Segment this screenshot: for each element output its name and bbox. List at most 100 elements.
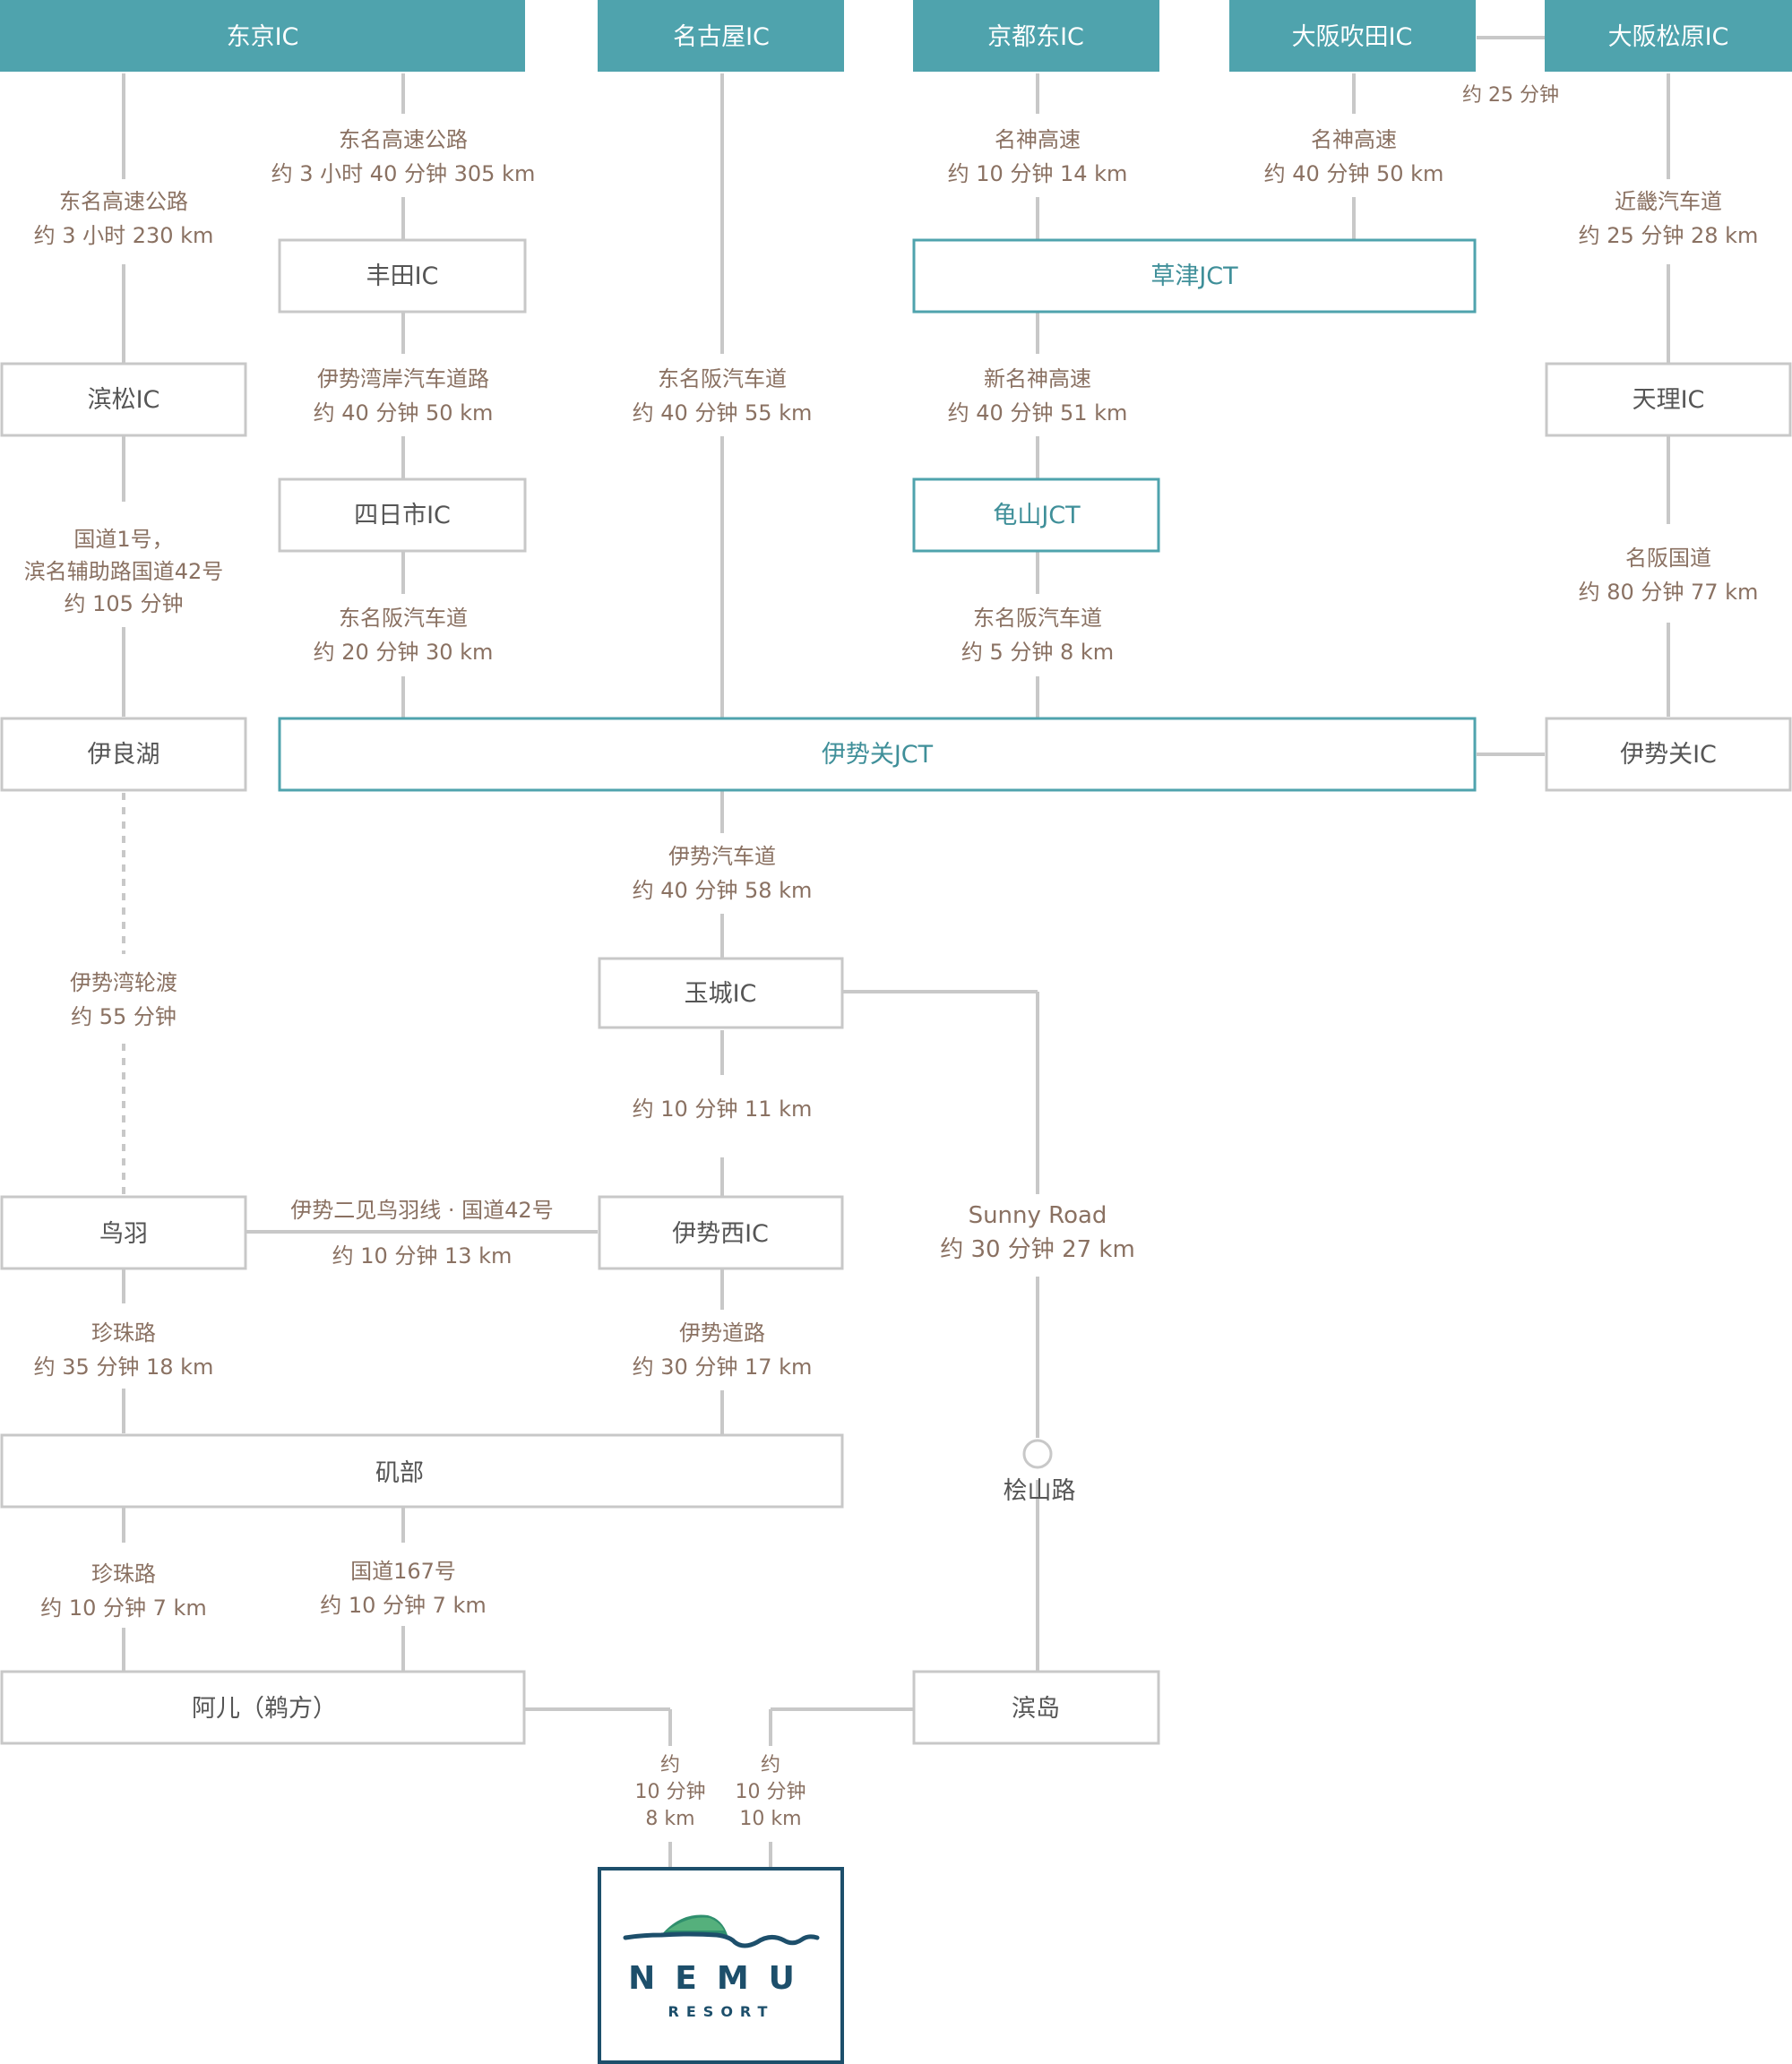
- node-kusatsu-jct[interactable]: 草津JCT: [912, 238, 1477, 314]
- route-label-line: 约 40 分钟 50 km: [314, 400, 494, 426]
- route-label-line: 名阪国道: [1625, 546, 1711, 571]
- route-label-line: 名神高速: [1311, 127, 1397, 152]
- node-label: 滨松IC: [88, 386, 160, 414]
- header-label: 京都东IC: [987, 23, 1084, 51]
- label-backdrop: [9, 1313, 238, 1387]
- node-ise-seki-jct[interactable]: 伊势关JCT: [278, 717, 1477, 792]
- route-label-line: 约 3 小时 40 分钟 305 km: [271, 161, 536, 186]
- node-label: 滨岛: [1012, 1695, 1060, 1723]
- node-label: 天理IC: [1633, 386, 1705, 414]
- label-backdrop: [15, 1554, 232, 1628]
- route-label-line: 国道167号: [350, 1559, 456, 1584]
- node-label: 伊势关IC: [1620, 741, 1717, 769]
- route-label-tamaki-nishi: 约 10 分钟 11 km: [607, 1089, 837, 1129]
- route-label-line: 约 30 分钟 27 km: [940, 1236, 1135, 1263]
- label-backdrop: [923, 120, 1152, 194]
- route-label-line: 东名阪汽车道: [658, 366, 787, 391]
- label-backdrop: [1239, 120, 1469, 194]
- label-backdrop: [289, 359, 518, 433]
- route-label-line: 约 10 分钟 7 km: [40, 1595, 207, 1621]
- header-osaka-suita[interactable]: 大阪吹田IC: [1229, 0, 1476, 72]
- label-backdrop: [607, 1089, 837, 1129]
- node-ise-seki-ic[interactable]: 伊势关IC: [1545, 717, 1792, 792]
- route-label-line: 东名阪汽车道: [973, 606, 1102, 631]
- node-ago[interactable]: 阿儿（鹈方）: [0, 1670, 526, 1745]
- route-label-line: 10 分钟: [736, 1781, 806, 1803]
- node-irago[interactable]: 伊良湖: [0, 717, 247, 792]
- hinoki-circle-icon: [1022, 1439, 1053, 1469]
- label-backdrop: [289, 120, 518, 194]
- route-label-line: 约 40 分钟 55 km: [633, 400, 813, 426]
- header-tokyo[interactable]: 东京IC: [0, 0, 525, 72]
- node-kameyama-jct[interactable]: 龟山JCT: [912, 477, 1160, 553]
- label-backdrop: [923, 1194, 1152, 1268]
- node-label: 玉城IC: [685, 980, 757, 1008]
- route-lines: [122, 36, 1670, 1869]
- route-label-line: 约: [761, 1754, 780, 1776]
- route-label-line: 约 5 分钟 8 km: [961, 640, 1114, 665]
- node-hamajima[interactable]: 滨岛: [912, 1670, 1160, 1745]
- route-label-line: 滨名辅助路国道42号: [24, 559, 224, 584]
- header-label: 大阪松原IC: [1608, 23, 1729, 51]
- node-label: 伊良湖: [88, 741, 160, 769]
- route-label-line: 约 20 分钟 30 km: [314, 640, 494, 665]
- route-label-line: 约: [660, 1754, 680, 1776]
- node-label: 草津JCT: [1150, 262, 1238, 290]
- route-label-osaka-link: 约 25 分钟: [1449, 76, 1572, 116]
- sea-wave-island-icon: [623, 1914, 820, 1948]
- header-label: 名古屋IC: [673, 23, 770, 51]
- node-label: 伊势关JCT: [822, 741, 934, 769]
- route-label-line: 约 40 分钟 50 km: [1264, 161, 1444, 186]
- route-label-line: 约 30 分钟 17 km: [633, 1354, 813, 1380]
- route-label-line: 名神高速: [995, 127, 1081, 152]
- route-label-line: 东名高速公路: [59, 189, 188, 214]
- route-label-line: 约 10 分钟 7 km: [320, 1593, 487, 1618]
- route-label-line: 约 25 分钟: [1462, 84, 1559, 107]
- label-backdrop: [9, 182, 238, 255]
- label-backdrop: [1554, 538, 1783, 612]
- label-backdrop: [938, 598, 1137, 672]
- label-backdrop: [57, 963, 190, 1036]
- node-isobe[interactable]: 矶部: [0, 1433, 844, 1509]
- node-yokkaichi[interactable]: 四日市IC: [278, 477, 527, 553]
- node-tenri[interactable]: 天理IC: [1545, 362, 1792, 437]
- route-label-line: 伊势汽车道: [668, 844, 776, 869]
- node-tamaki[interactable]: 玉城IC: [598, 957, 844, 1029]
- label-backdrop: [607, 837, 837, 910]
- label-backdrop: [307, 1236, 537, 1276]
- node-ise-nishi[interactable]: 伊势西IC: [598, 1195, 844, 1270]
- route-label-line: 珍珠路: [91, 1561, 156, 1587]
- node-label: 丰田IC: [366, 262, 439, 290]
- header-label: 东京IC: [227, 23, 299, 51]
- route-label-line: 新名神高速: [984, 366, 1091, 391]
- route-label-line: 约 105 分钟: [64, 591, 183, 616]
- header-nagoya[interactable]: 名古屋IC: [598, 0, 844, 72]
- route-label-line: 珍珠路: [91, 1320, 156, 1346]
- header-label: 大阪吹田IC: [1292, 23, 1413, 51]
- node-label: 矶部: [375, 1459, 424, 1487]
- node-label: 伊势西IC: [672, 1220, 769, 1248]
- nemu-resort-logo[interactable]: NEMU RESORT: [598, 1867, 844, 2064]
- node-toba[interactable]: 鸟羽: [0, 1195, 247, 1270]
- node-toyota[interactable]: 丰田IC: [278, 238, 527, 314]
- node-hamamatsu[interactable]: 滨松IC: [0, 362, 247, 437]
- header-kyoto-east[interactable]: 京都东IC: [913, 0, 1159, 72]
- node-label: 四日市IC: [354, 502, 451, 529]
- label-backdrop: [1554, 182, 1783, 255]
- route-label-line: 约 10 分钟 14 km: [948, 161, 1128, 186]
- node-hinoki[interactable]: 桧山路: [1004, 1439, 1076, 1505]
- label-backdrop: [923, 359, 1152, 433]
- route-label-futami-line: 伊势二见鸟羽线 · 国道42号: [290, 1191, 554, 1230]
- header-osaka-matsubara[interactable]: 大阪松原IC: [1545, 0, 1792, 72]
